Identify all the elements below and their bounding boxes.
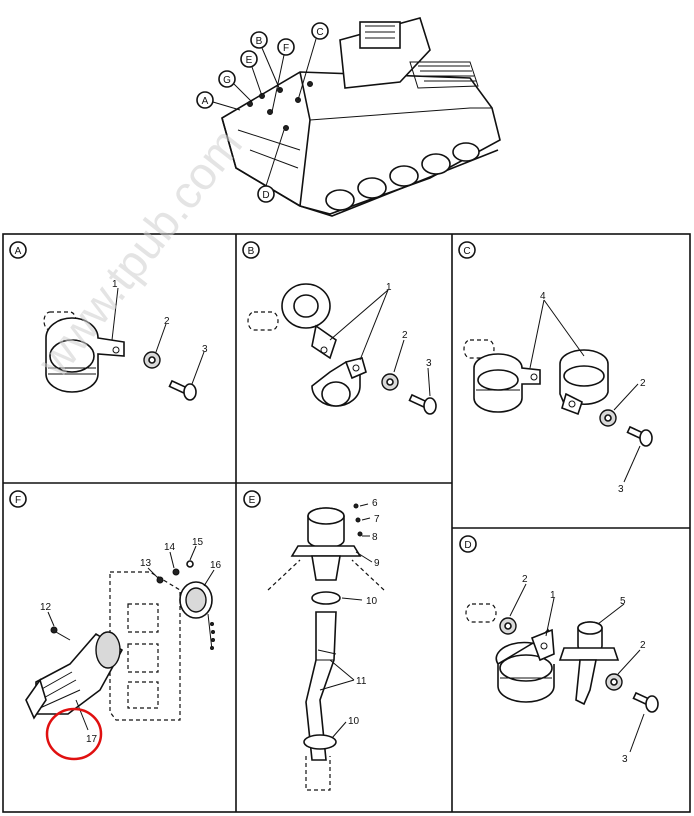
- svg-text:11: 11: [356, 676, 367, 687]
- svg-text:D: D: [262, 190, 269, 201]
- svg-text:1: 1: [386, 282, 392, 293]
- svg-text:9: 9: [374, 558, 380, 569]
- panel-grid: [2, 233, 691, 813]
- svg-text:3: 3: [622, 754, 628, 765]
- svg-text:17: 17: [86, 734, 98, 745]
- svg-text:C: C: [463, 246, 470, 257]
- svg-text:2: 2: [640, 640, 646, 651]
- vehicle-locator: A G E B F C D: [196, 17, 501, 217]
- svg-text:A: A: [15, 246, 22, 257]
- svg-text:A: A: [202, 96, 209, 107]
- svg-text:3: 3: [426, 358, 432, 369]
- callout-C: C: [297, 22, 329, 101]
- svg-text:4: 4: [540, 291, 546, 302]
- svg-text:5: 5: [620, 596, 626, 607]
- callout-D: D: [257, 129, 285, 203]
- svg-text:D: D: [464, 540, 471, 551]
- svg-text:B: B: [256, 36, 263, 47]
- svg-text:E: E: [249, 495, 256, 506]
- svg-text:8: 8: [372, 532, 378, 543]
- svg-text:E: E: [246, 55, 253, 66]
- svg-text:3: 3: [618, 484, 624, 495]
- svg-text:10: 10: [366, 596, 378, 607]
- svg-text:2: 2: [640, 378, 646, 389]
- callout-B: B: [250, 31, 281, 91]
- svg-text:10: 10: [348, 716, 360, 727]
- svg-text:6: 6: [372, 498, 378, 509]
- svg-text:13: 13: [140, 558, 152, 569]
- svg-text:1: 1: [550, 590, 556, 601]
- svg-text:B: B: [248, 246, 255, 257]
- highlight-circle-item-17: [45, 707, 103, 761]
- svg-text:2: 2: [164, 316, 170, 327]
- svg-text:2: 2: [402, 330, 408, 341]
- svg-text:14: 14: [164, 542, 176, 553]
- panel-E: E 6 7 8 9 10 11 10: [243, 490, 385, 791]
- svg-text:F: F: [15, 495, 21, 506]
- svg-text:C: C: [316, 27, 323, 38]
- svg-text:3: 3: [202, 344, 208, 355]
- panel-F: F 12 13 14 15 16 17: [9, 490, 222, 761]
- callout-A: A: [196, 91, 241, 111]
- callout-G: G: [218, 70, 253, 103]
- svg-text:1: 1: [112, 279, 118, 290]
- callout-F: F: [271, 38, 295, 113]
- svg-text:7: 7: [374, 514, 380, 525]
- svg-text:16: 16: [210, 560, 222, 571]
- callout-E: E: [240, 50, 263, 97]
- panel-D: D 2 1 5 2 3: [459, 535, 659, 765]
- svg-text:G: G: [223, 75, 231, 86]
- svg-text:12: 12: [40, 602, 52, 613]
- svg-text:2: 2: [522, 574, 528, 585]
- panel-B: B 1 2 3: [242, 241, 437, 415]
- panel-A: A 1 2 3: [9, 241, 208, 401]
- watermark: www.tpub.com: [26, 118, 252, 387]
- panel-C: C 4 2 3: [458, 241, 653, 495]
- svg-text:F: F: [283, 43, 289, 54]
- svg-text:15: 15: [192, 537, 204, 548]
